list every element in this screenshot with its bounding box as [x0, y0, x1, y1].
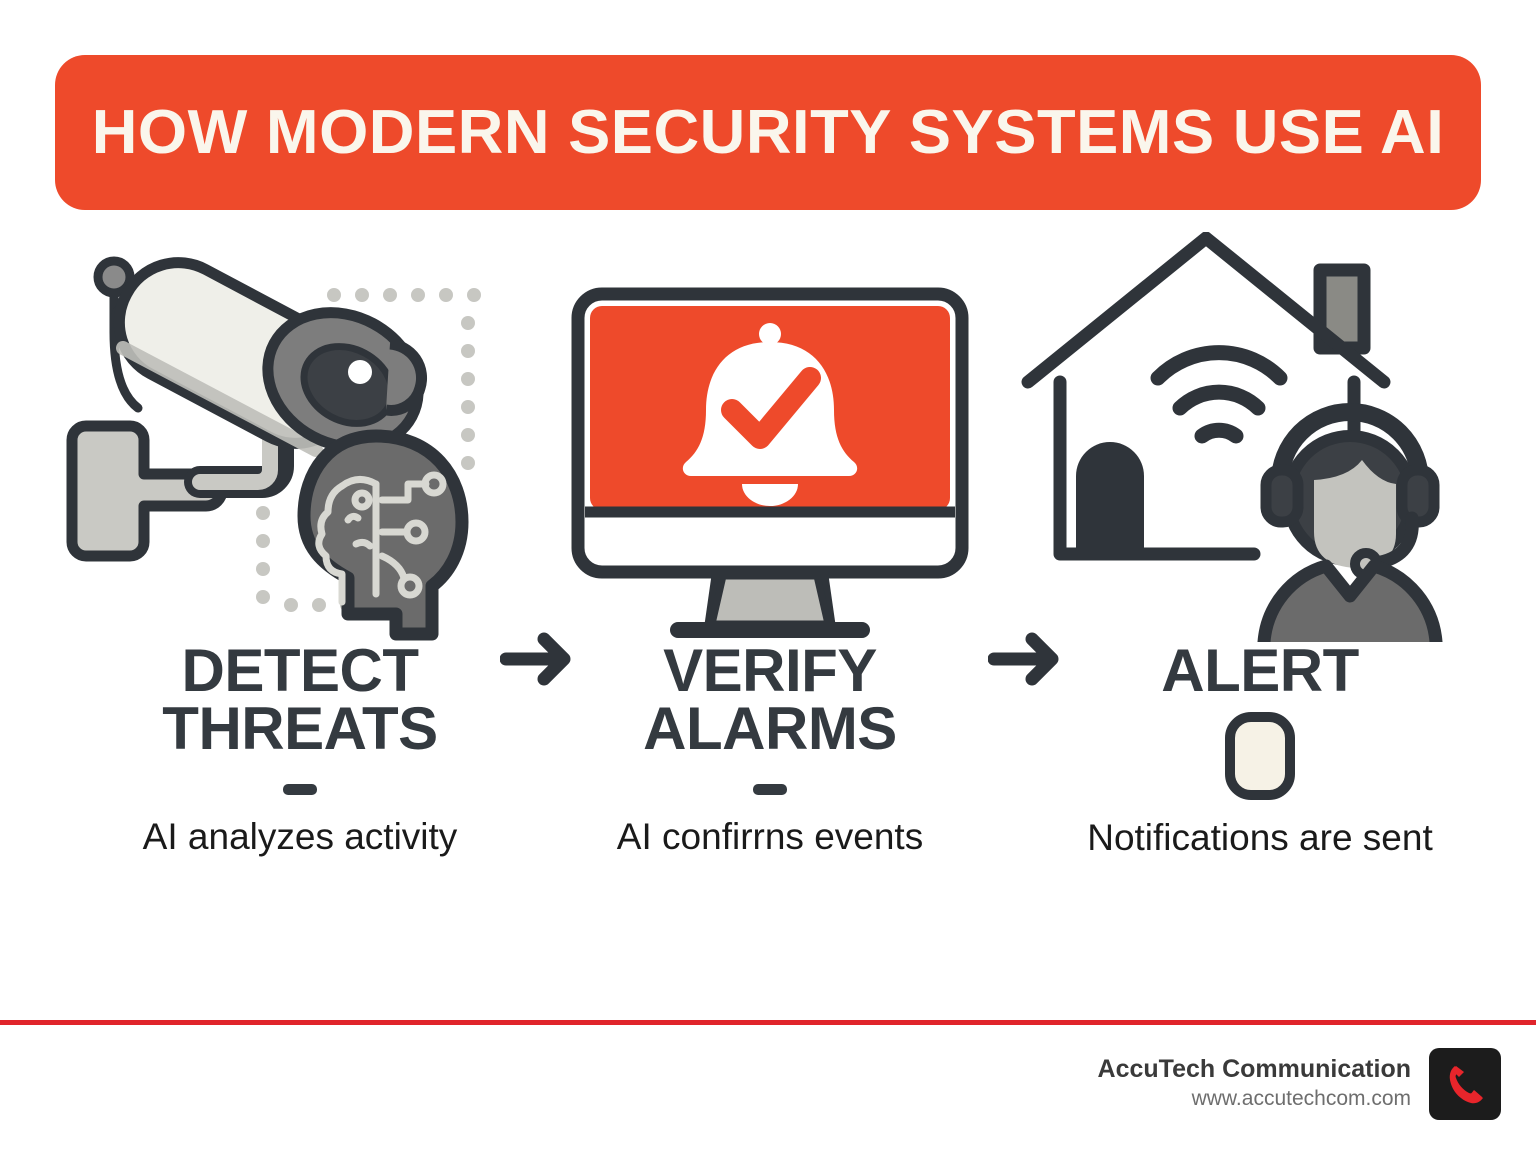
step-detect-subtitle: AI analyzes activity — [142, 816, 458, 858]
headset-operator-icon — [1257, 403, 1443, 667]
step-alert-title: ALERT — [1161, 637, 1359, 704]
camera-lens-glint — [348, 360, 372, 384]
house-wifi-operator-icon — [1010, 231, 1510, 667]
camera-wall-bracket — [66, 420, 228, 562]
footer-divider-rule — [0, 1020, 1536, 1025]
step-alert: ALERT Notifications are sent — [1010, 231, 1510, 859]
telephone-handset-icon — [1449, 1066, 1483, 1104]
camera-lens — [262, 307, 424, 453]
camera-body-shade — [116, 341, 323, 457]
footer: AccuTech Communication www.accutechcom.c… — [1098, 1048, 1501, 1120]
bell-clapper — [742, 484, 798, 506]
step-verify-title: VERIFY ALARMS — [643, 637, 897, 763]
brain-circuit — [315, 471, 447, 606]
step-detect-caption: DETECT THREATS AI analyzes activity — [60, 637, 540, 858]
arrow-right-icon-1 — [499, 628, 576, 695]
camera-hood — [385, 338, 428, 416]
security-camera-with-ai-head-icon — [60, 232, 540, 642]
brand-logo — [1429, 1048, 1501, 1120]
step-alert-subtitle: Notifications are sent — [1087, 817, 1433, 859]
shoulders — [1257, 559, 1443, 667]
detection-dots — [256, 288, 481, 612]
step-verify-subtitle: AI confirrns events — [616, 816, 924, 858]
divider-dash — [283, 784, 317, 796]
step-detect: DETECT THREATS AI analyzes activity — [60, 232, 540, 858]
wifi-icon — [1150, 345, 1288, 444]
face — [1314, 460, 1396, 568]
divider-dash — [753, 784, 787, 796]
alert-divider-blob — [1225, 712, 1295, 801]
headband — [1271, 403, 1429, 491]
bell-icon — [682, 323, 858, 506]
brand-name: AccuTech Communication — [1097, 1055, 1411, 1084]
stand-base — [670, 622, 870, 638]
camera-neck-fill — [192, 426, 278, 490]
monitor-bell-check-icon — [560, 232, 980, 642]
stand-plate — [707, 572, 833, 628]
title-banner: HOW MODERN SECURITY SYSTEMS USE AI — [55, 55, 1481, 210]
brand-url[interactable]: www.accutechcom.com — [1191, 1087, 1411, 1111]
step-alert-caption: ALERT Notifications are sent — [1010, 637, 1510, 859]
arrow-right-icon-2 — [987, 628, 1064, 695]
step-verify: VERIFY ALARMS AI confirrns events — [560, 232, 980, 858]
ai-brain-head-icon — [297, 429, 469, 641]
page-title: HOW MODERN SECURITY SYSTEMS USE AI — [91, 97, 1445, 167]
footer-brand-text: AccuTech Communication www.accutechcom.c… — [1098, 1054, 1411, 1114]
step-detect-title: DETECT THREATS — [162, 637, 438, 763]
camera-antenna-tip — [93, 256, 135, 298]
check-icon — [721, 367, 821, 449]
steps-container: DETECT THREATS AI analyzes activity — [0, 231, 1536, 932]
step-verify-caption: VERIFY ALARMS AI confirrns events — [560, 637, 980, 858]
house-door — [1076, 442, 1144, 560]
